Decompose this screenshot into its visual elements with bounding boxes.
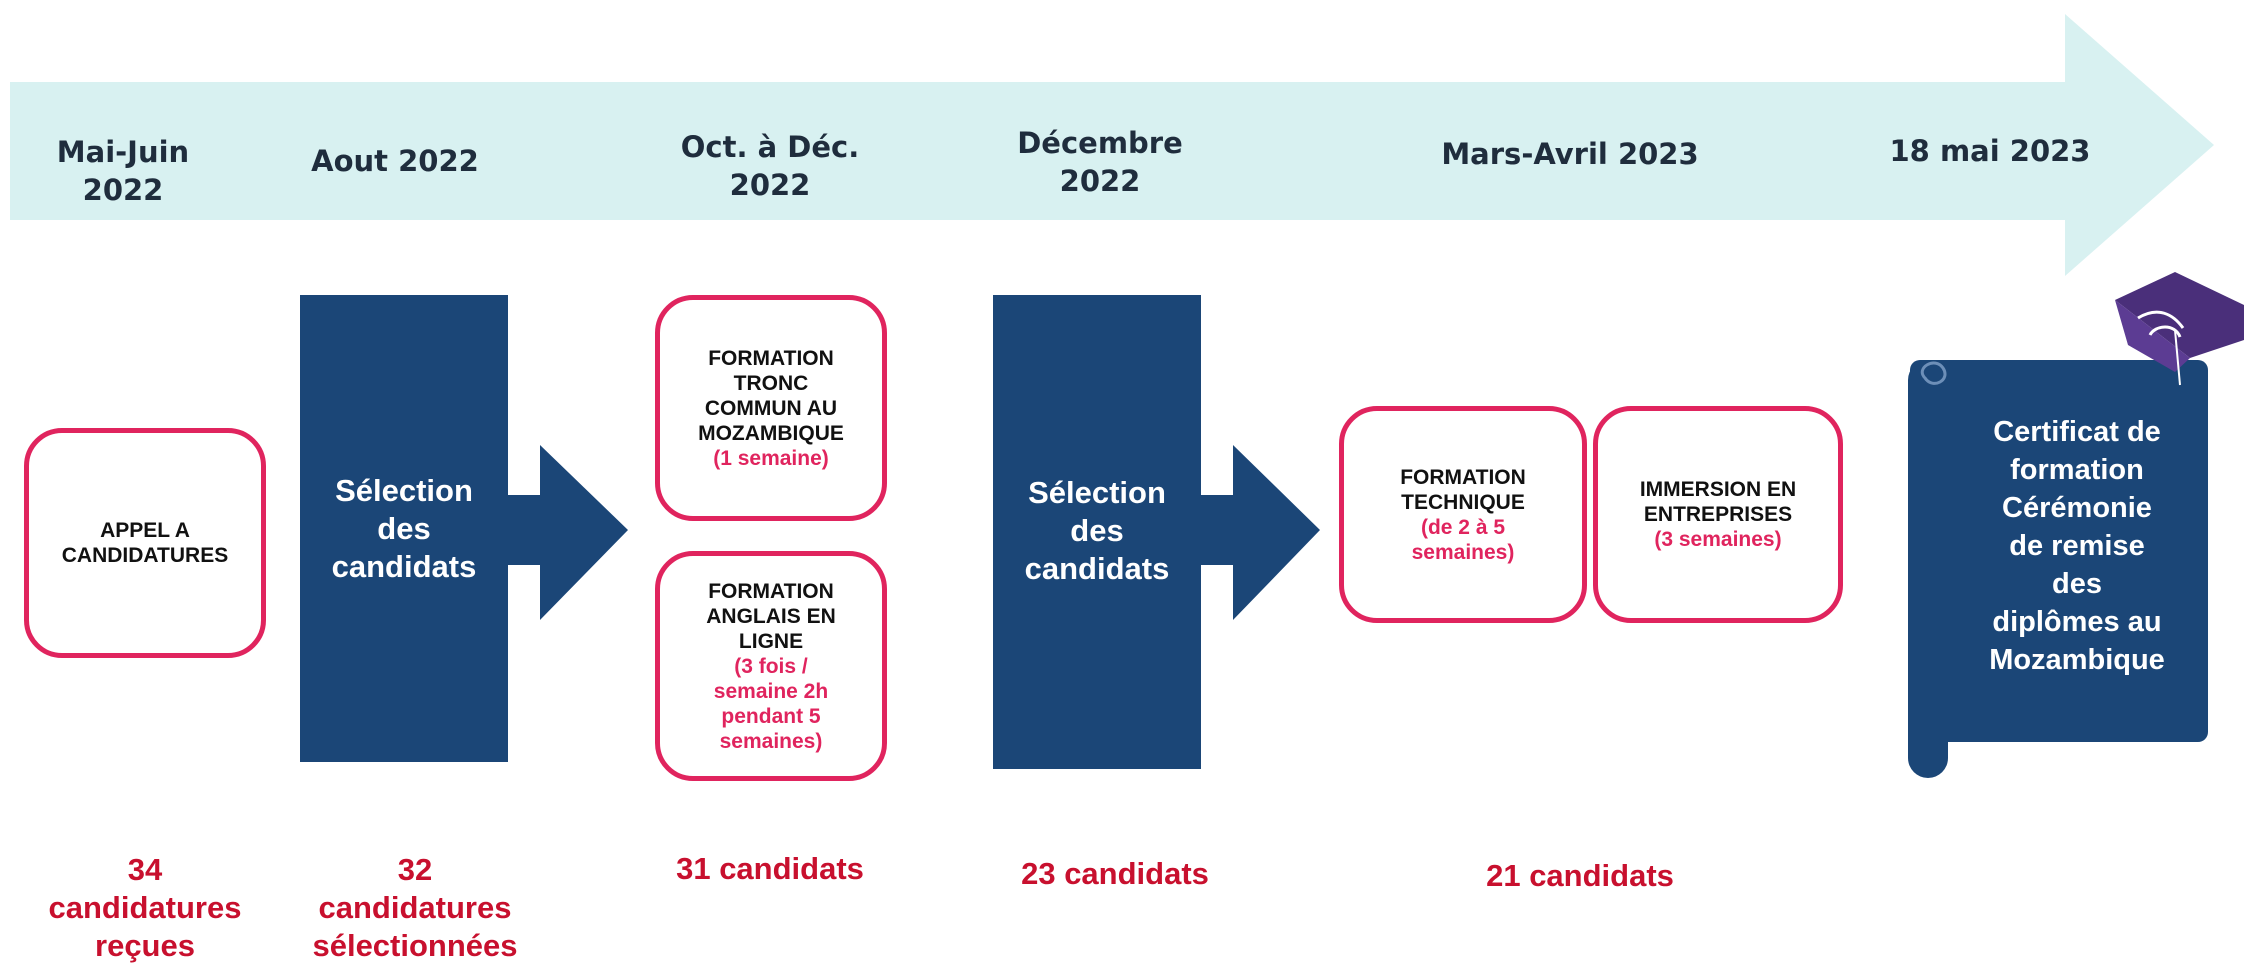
- selection-label-2: Sélection des candidats: [1024, 475, 1170, 586]
- appel-title: APPEL A CANDIDATURES: [61, 519, 229, 567]
- formation-technique-box: FORMATION TECHNIQUE (de 2 à 5 semaines): [1339, 406, 1587, 623]
- appel-a-candidatures-box: APPEL A CANDIDATURES: [24, 428, 266, 658]
- formation-anglais-title: FORMATION ANGLAIS EN LIGNE: [706, 579, 836, 653]
- timeline-arrow: [10, 14, 2214, 276]
- date-oct-dec-2022: Oct. à Déc. 2022: [680, 130, 860, 202]
- immersion-title: IMMERSION EN ENTREPRISES: [1639, 478, 1797, 526]
- immersion-entreprises-box: IMMERSION EN ENTREPRISES (3 semaines): [1593, 406, 1843, 623]
- count-candidatures-recues: 34 candidatures reçues: [48, 852, 242, 963]
- date-aout-2022: Aout 2022: [311, 144, 479, 178]
- certificate-text: Certificat de formation Cérémonie de rem…: [1989, 416, 2165, 676]
- selection-panel-1: [300, 295, 508, 762]
- date-decembre-2022: Décembre 2022: [1017, 126, 1183, 198]
- date-mars-avril-2023: Mars-Avril 2023: [1441, 137, 1699, 171]
- count-23-candidats: 23 candidats: [1021, 856, 1209, 891]
- immersion-note: (3 semaines): [1654, 528, 1782, 551]
- selection-panel-2: [993, 295, 1201, 769]
- count-candidatures-selectionnees: 32 candidatures sélectionnées: [312, 852, 518, 963]
- formation-tronc-commun-box: FORMATION TRONC COMMUN AU MOZAMBIQUE (1 …: [655, 295, 887, 521]
- count-31-candidats: 31 candidats: [676, 851, 864, 886]
- selection-label-1: Sélection des candidats: [331, 473, 477, 584]
- certificate-scroll: [1908, 360, 2208, 778]
- formation-technique-note: (de 2 à 5 semaines): [1411, 515, 1515, 564]
- selection-arrow-1: [505, 445, 628, 620]
- date-mai-juin-2022: Mai-Juin 2022: [56, 135, 190, 207]
- formation-anglais-note: (3 fois / semaine 2h pendant 5 semaines): [713, 654, 829, 753]
- count-21-candidats: 21 candidats: [1486, 858, 1674, 893]
- graduation-cap-icon: [2115, 272, 2244, 386]
- selection-arrow-2: [1198, 445, 1320, 620]
- formation-tronc-note: (1 semaine): [713, 446, 829, 470]
- formation-technique-title: FORMATION TECHNIQUE: [1400, 465, 1526, 514]
- date-18-mai-2023: 18 mai 2023: [1889, 134, 2091, 168]
- formation-tronc-title: FORMATION TRONC COMMUN AU MOZAMBIQUE: [698, 346, 844, 445]
- formation-anglais-box: FORMATION ANGLAIS EN LIGNE (3 fois / sem…: [655, 551, 887, 781]
